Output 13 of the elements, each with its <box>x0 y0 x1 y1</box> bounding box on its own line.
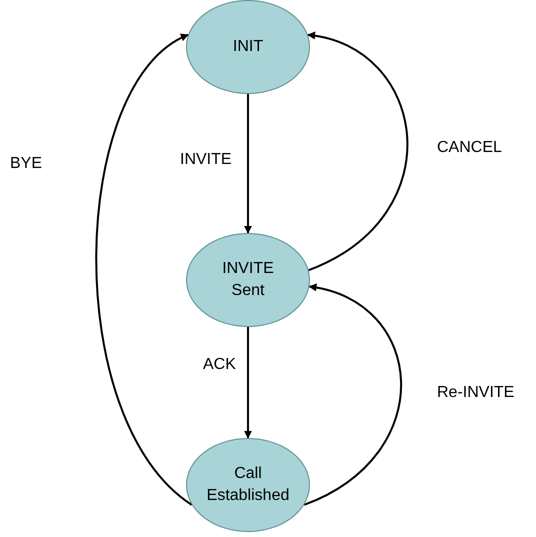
transition-arrow <box>304 284 402 506</box>
transition-arrow <box>244 327 252 439</box>
state-label: INVITE Sent <box>221 259 275 301</box>
edge-label: BYE <box>10 154 42 174</box>
edge-label: CANCEL <box>437 138 502 158</box>
edge-label: INVITE <box>180 150 232 170</box>
state-label: INIT <box>232 37 264 57</box>
state-label: Call Established <box>206 464 290 506</box>
edge-label: ACK <box>203 355 236 375</box>
transition-arrow <box>244 94 252 234</box>
edge-label: Re-INVITE <box>437 383 514 403</box>
transition-arrow <box>95 34 192 506</box>
transition-arrow <box>307 32 408 272</box>
